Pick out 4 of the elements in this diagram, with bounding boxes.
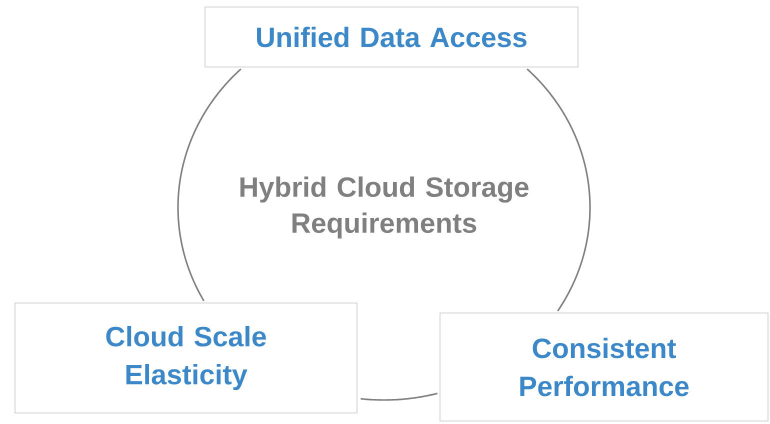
text-box: Unified Data Access (204, 6, 578, 68)
text-box: Consistent Performance (440, 312, 768, 422)
text-box: Cloud Scale Elasticity (14, 302, 358, 414)
center-title: Hybrid Cloud Storage Requirements (240, 176, 528, 239)
